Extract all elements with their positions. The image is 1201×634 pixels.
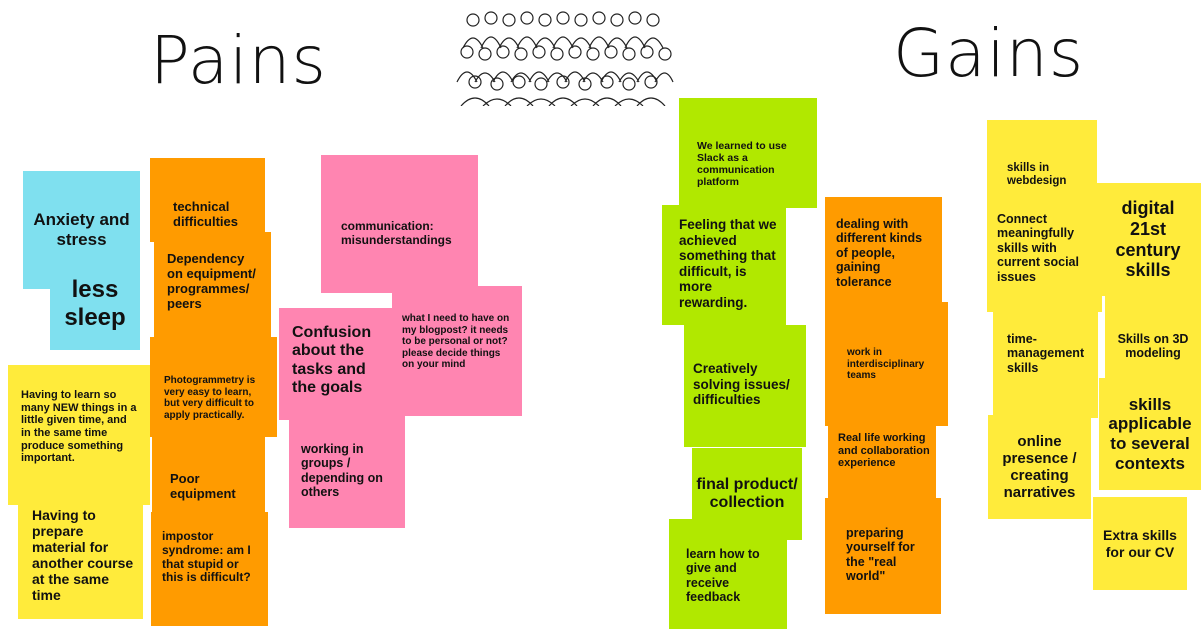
note-dealing-people: dealing with different kinds of people, …	[825, 197, 942, 307]
note-prepare-material: Having to prepare material for another c…	[18, 497, 143, 619]
note-time-management: time-management skills	[993, 306, 1098, 418]
note-impostor-syndrome: impostor syndrome: am I that stupid or t…	[151, 512, 268, 626]
note-less-sleep: less sleep	[50, 258, 140, 350]
gains-heading: Gains	[893, 15, 1085, 92]
note-technical-difficulties: technical difficulties	[150, 158, 265, 242]
note-webdesign: skills in webdesign	[987, 120, 1097, 200]
note-real-life: Real life working and collaboration expe…	[828, 425, 936, 511]
note-feedback: learn how to give and receive feedback	[669, 519, 787, 629]
note-real-world: preparing yourself for the "real world"	[825, 498, 941, 614]
note-slack: We learned to use Slack as a communicati…	[679, 98, 817, 208]
note-blogpost-question: what I need to have on my blogpost? it n…	[392, 286, 522, 416]
note-digital-skills: digital 21st century skills	[1095, 183, 1201, 296]
note-confusion-tasks: Confusion about the tasks and the goals	[279, 308, 392, 420]
note-dependency: Dependency on equipment/ programmes/ pee…	[154, 232, 271, 344]
note-connect-skills: Connect meaningfully skills with current…	[987, 194, 1102, 312]
note-online-presence: online presence / creating narratives	[988, 415, 1091, 519]
note-achieved: Feeling that we achieved something that …	[662, 205, 786, 325]
note-extra-skills-cv: Extra skills for our CV	[1093, 497, 1187, 590]
note-applicable-skills: skills applicable to several contexts	[1099, 378, 1201, 490]
note-photogrammetry: Photogrammetry is very easy to learn, bu…	[150, 337, 277, 437]
group-of-people-sketch-icon	[456, 11, 674, 106]
note-anxiety-stress: Anxiety and stress	[23, 171, 140, 289]
note-communication: communication: misunderstandings	[321, 155, 478, 293]
note-interdisciplinary: work in interdisciplinary teams	[825, 302, 948, 426]
pains-heading: Pains	[150, 22, 327, 99]
note-creatively-solving: Creatively solving issues/ difficulties	[684, 325, 806, 447]
note-learn-new-things: Having to learn so many NEW things in a …	[8, 365, 150, 505]
note-poor-equipment: Poor equipment	[152, 428, 265, 522]
note-working-groups: working in groups / depending on others	[289, 412, 405, 528]
